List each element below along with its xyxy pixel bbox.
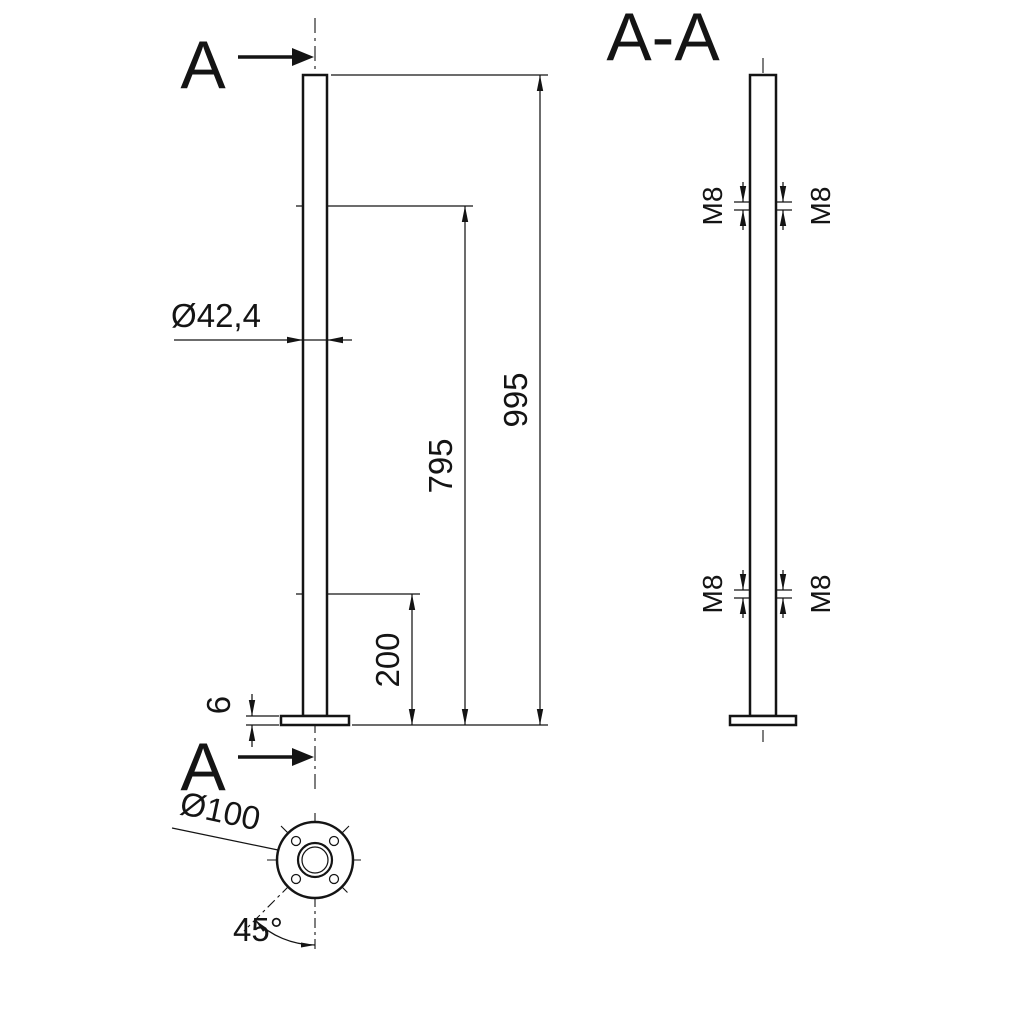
section-view: A-A M8 M8 M8 M8 — [606, 0, 836, 742]
section-arrow-bottom-head-icon — [292, 748, 314, 766]
bolt-hole-se — [328, 873, 340, 885]
m8-lower-right-label: M8 — [805, 575, 836, 614]
bolt-hole-nw — [290, 835, 302, 847]
section-view-title: A-A — [606, 0, 720, 75]
dim-200-label: 200 — [369, 632, 406, 687]
section-base-plate-outline — [728, 714, 798, 727]
front-view: 995 795 200 Ø42,4 6 A A — [171, 18, 548, 805]
base-plate-outline — [279, 714, 351, 727]
m8-lower-left-label: M8 — [697, 575, 728, 614]
section-letter-bottom: A — [180, 729, 226, 805]
post-inner-circle — [301, 846, 329, 874]
dim-45-label: 45° — [233, 911, 283, 948]
m8-upper-left-label: M8 — [697, 187, 728, 226]
dim-diameter-label: Ø42,4 — [171, 297, 261, 334]
dim-995-label: 995 — [497, 372, 534, 427]
plan-view: Ø100 45° — [171, 784, 363, 952]
dim-6-label: 6 — [200, 696, 237, 714]
post-outline — [301, 73, 329, 718]
section-post-outline — [748, 73, 778, 718]
base-plate-circle — [275, 820, 355, 900]
dim-100-label: Ø100 — [177, 784, 264, 837]
post-outer-circle — [296, 841, 334, 879]
dim-100-leader-line — [171, 827, 279, 851]
m8-upper-right-label: M8 — [805, 187, 836, 226]
bolt-hole-sw — [290, 873, 302, 885]
section-arrow-top-head-icon — [292, 48, 314, 66]
dim-795-label: 795 — [422, 438, 459, 493]
section-letter-top: A — [180, 27, 226, 103]
dim-45-arrow-start-icon — [255, 920, 267, 932]
dim-45-arrow-end-icon — [301, 942, 315, 948]
bolt-hole-ne — [328, 835, 340, 847]
